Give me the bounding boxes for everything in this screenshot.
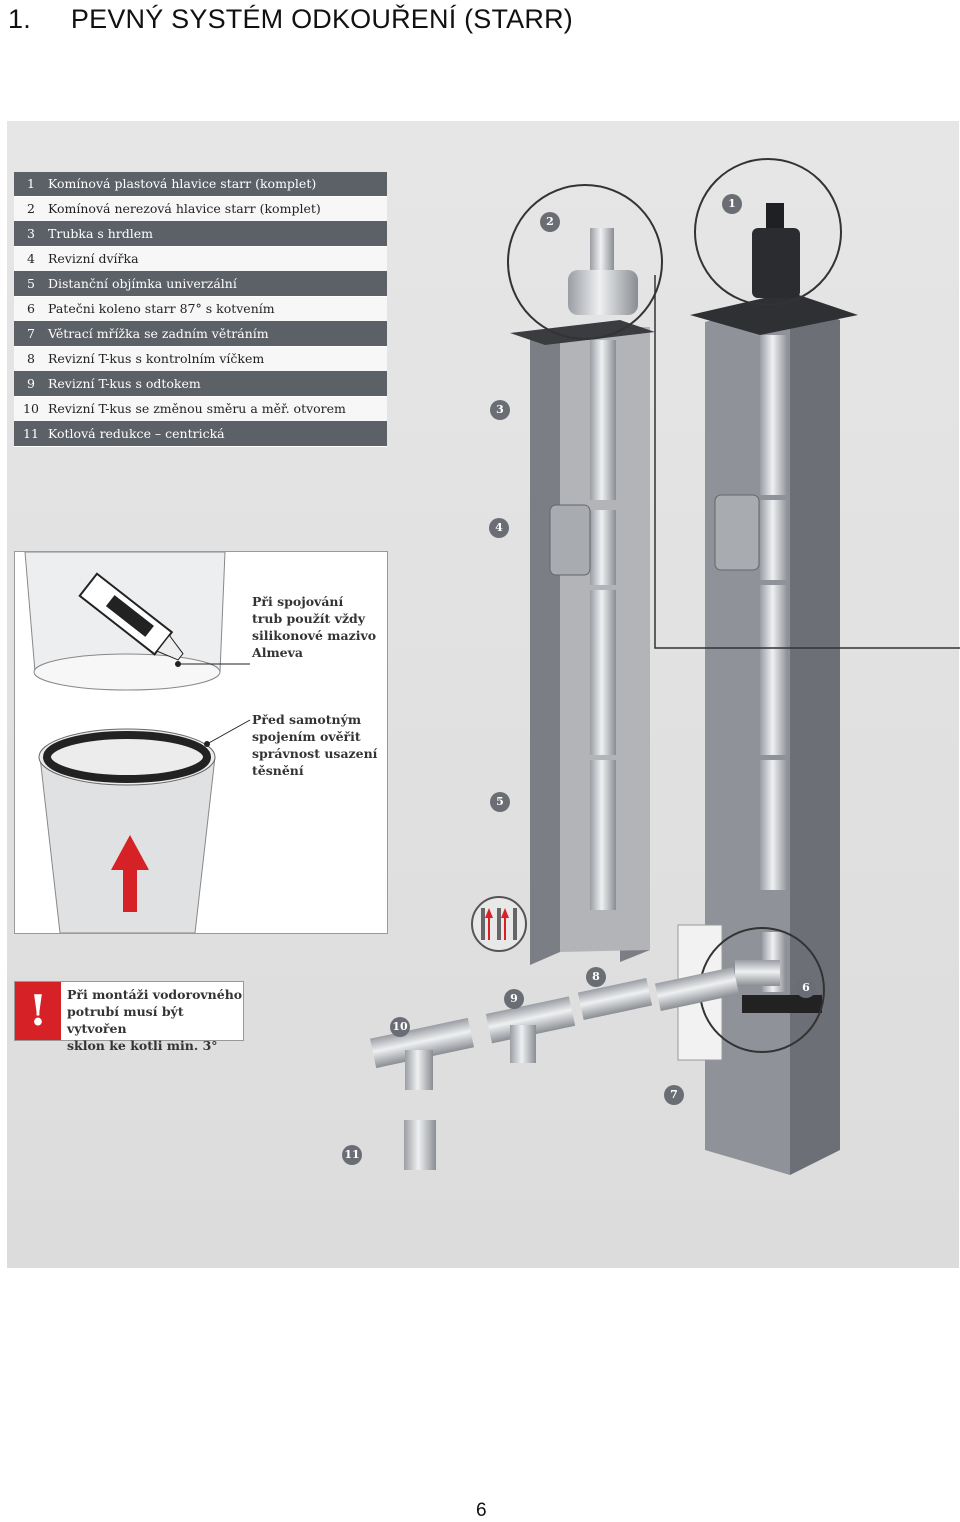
legend-table: 1 Komínová plastová hlavice starr (komple… [14, 172, 387, 447]
legend-number: 9 [27, 376, 35, 391]
legend-row: 7 Větrací mřížka se zadním větráním [14, 322, 387, 347]
callout-9: 9 [504, 989, 524, 1009]
legend-label: Kotlová redukce – centrická [48, 426, 225, 441]
legend-label: Komínová nerezová hlavice starr (komplet… [48, 201, 321, 216]
legend-number: 3 [27, 226, 35, 241]
legend-row: 5 Distanční objímka univerzální [14, 272, 387, 297]
red-up-arrow-icon [111, 835, 149, 912]
horizontal-pipes [369, 966, 740, 1170]
right-shaft-pipes [714, 335, 788, 890]
legend-label: Revizní T-kus s odtokem [48, 376, 201, 391]
leader-line [654, 275, 960, 649]
legend-number: 10 [23, 401, 39, 416]
legend-row: 6 Patečni koleno starr 87° s kotvením [14, 297, 387, 322]
legend-number: 2 [27, 201, 35, 216]
legend-label: Revizní T-kus se změnou směru a měř. otv… [48, 401, 346, 416]
legend-row: 10 Revizní T-kus se změnou směru a měř. o… [14, 397, 387, 422]
callout-3: 3 [490, 400, 510, 420]
legend-number: 11 [23, 426, 39, 441]
page-number: 6 [476, 1500, 487, 1521]
legend-row: 4 Revizní dvířka [14, 247, 387, 272]
callout-4: 4 [489, 518, 509, 538]
legend-row: 8 Revizní T-kus s kontrolním víčkem [14, 347, 387, 372]
plastic-cap [752, 203, 800, 298]
legend-label: Trubka s hrdlem [48, 226, 154, 241]
legend-number: 5 [27, 276, 35, 291]
legend-number: 7 [27, 326, 35, 341]
detail-circle-2 [507, 184, 663, 340]
legend-label: Distanční objímka univerzální [48, 276, 237, 291]
callout-5: 5 [490, 792, 510, 812]
note-seal: Před samotným spojením ověřit správnost … [252, 712, 378, 778]
left-chimney-shaft [510, 320, 655, 965]
legend-row: 11 Kotlová redukce – centrická [14, 422, 387, 447]
legend-number: 8 [27, 351, 35, 366]
callout-1: 1 [722, 194, 742, 214]
legend-number: 4 [27, 251, 35, 266]
warning-text: Při montáži vodorovného potrubí musí být… [67, 987, 243, 1053]
stainless-cap [568, 228, 638, 315]
legend-row: 1 Komínová plastová hlavice starr (komple… [14, 172, 387, 197]
warning-icon: ! [15, 982, 61, 1040]
note-lubricant: Při spojování trub použít vždy silikonov… [252, 594, 377, 660]
arrows-icon [471, 896, 527, 952]
callout-11: 11 [342, 1145, 362, 1165]
legend-row: 3 Trubka s hrdlem [14, 222, 387, 247]
legend-row: 2 Komínová nerezová hlavice starr (komple… [14, 197, 387, 222]
page-title: 1. PEVNÝ SYSTÉM ODKOUŘENÍ (STARR) [8, 4, 573, 35]
legend-label: Větrací mřížka se zadním větráním [48, 326, 269, 341]
legend-label: Revizní T-kus s kontrolním víčkem [48, 351, 265, 366]
assembly-detail-drawing [24, 552, 251, 933]
warning-box: ! Při montáži vodorovného potrubí musí b… [14, 981, 244, 1053]
callout-10: 10 [390, 1017, 410, 1037]
legend-number: 6 [27, 301, 35, 316]
detail-circle-1 [694, 158, 842, 306]
legend-number: 1 [27, 176, 35, 191]
callout-6: 6 [796, 978, 816, 998]
title-text: PEVNÝ SYSTÉM ODKOUŘENÍ (STARR) [70, 4, 573, 34]
callout-7: 7 [664, 1085, 684, 1105]
base-elbow [735, 932, 822, 1013]
callout-2: 2 [540, 212, 560, 232]
legend-label: Revizní dvířka [48, 251, 139, 266]
legend-label: Komínová plastová hlavice starr (komplet… [48, 176, 317, 191]
title-number: 1. [8, 4, 31, 34]
left-shaft-pipes [549, 340, 616, 910]
legend-row: 9 Revizní T-kus s odtokem [14, 372, 387, 397]
assembly-detail-inset [14, 551, 388, 934]
callout-8: 8 [586, 967, 606, 987]
legend-label: Patečni koleno starr 87° s kotvením [48, 301, 275, 316]
